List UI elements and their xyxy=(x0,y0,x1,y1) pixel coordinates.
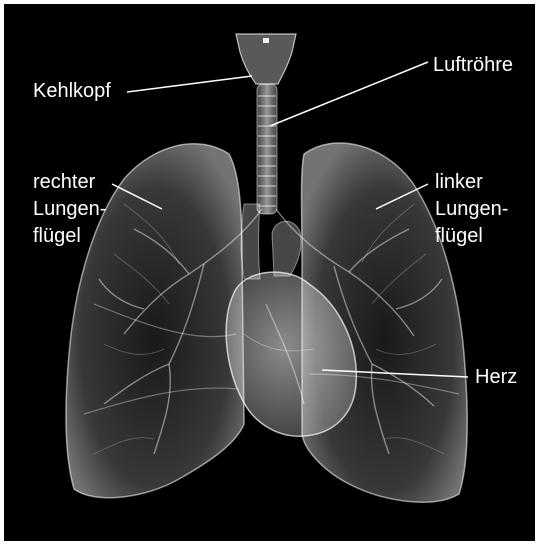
label-left-lung-line-3: flügel xyxy=(435,223,508,250)
label-larynx: Kehlkopf xyxy=(33,78,111,105)
leader-line-larynx xyxy=(127,76,252,92)
label-left-lung-line-2: Lungen- xyxy=(435,196,508,223)
label-right-lung-line-3: flügel xyxy=(33,223,106,250)
trachea-shape xyxy=(257,84,277,214)
label-right-lung-line-2: Lungen- xyxy=(33,196,106,223)
label-heart: Herz xyxy=(475,364,517,391)
label-right-lung-line-1: rechter xyxy=(33,169,106,196)
diagram-frame: Kehlkopf Luftröhre rechter Lungen- flüge… xyxy=(4,4,535,541)
leader-line-trachea xyxy=(270,62,428,126)
label-right-lung: rechter Lungen- flügel xyxy=(33,169,106,250)
label-left-lung-line-1: linker xyxy=(435,169,508,196)
label-left-lung: linker Lungen- flügel xyxy=(435,169,508,250)
label-trachea: Luftröhre xyxy=(433,52,513,79)
